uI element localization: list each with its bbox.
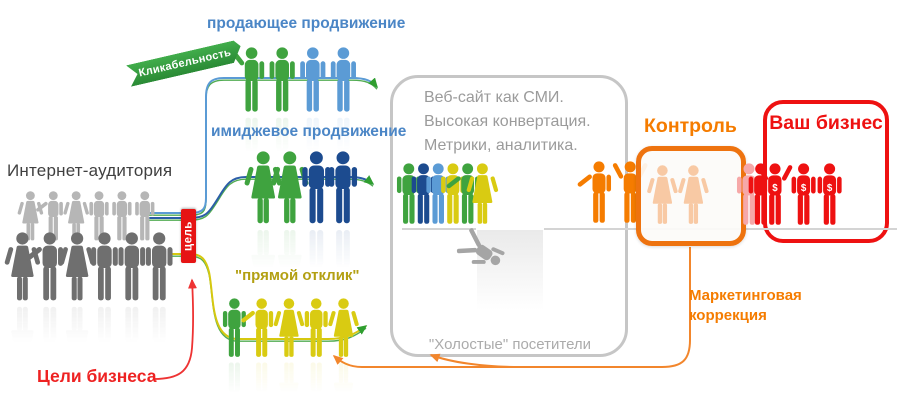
clickability-ribbon: Кликабельность	[126, 39, 244, 87]
image-promotion-group	[244, 151, 358, 224]
person-man	[222, 362, 246, 413]
person-man-dollar	[792, 163, 816, 224]
person-man	[145, 306, 173, 375]
person-woman	[58, 306, 96, 375]
internet-audience-label: Интернет-аудитория	[7, 161, 173, 180]
direct-response-group	[222, 298, 360, 357]
person-woman	[4, 232, 41, 301]
website-visitors-group	[396, 163, 499, 224]
controlled-visitors-group	[646, 165, 710, 224]
person-woman	[244, 230, 283, 302]
image-promotion-group-reflection	[244, 230, 358, 302]
person-woman	[677, 165, 710, 224]
internet-audience-front-row	[4, 232, 173, 301]
person-man	[441, 163, 465, 224]
your-business-label: Ваш бизнес	[769, 112, 883, 134]
goal-badge: цель	[181, 209, 196, 263]
person-man	[396, 163, 421, 224]
website-box-line1: Веб-сайт как СМИ.	[424, 89, 564, 106]
person-woman	[270, 230, 309, 302]
person-man	[222, 298, 246, 357]
person-man	[330, 47, 356, 112]
person-woman	[327, 362, 360, 413]
selling-promotion-label: продающее продвижение	[207, 15, 406, 32]
person-man	[118, 306, 146, 375]
person-woman	[646, 165, 679, 224]
person-man	[91, 232, 118, 301]
marketing-correction-label: Маркетинговая коррекция	[689, 286, 802, 326]
control-label: Контроль	[644, 115, 737, 137]
person-man	[269, 47, 295, 112]
person-man	[91, 306, 118, 375]
website-box-text: Веб-сайт как СМИ. Высокая конвертация. М…	[424, 86, 591, 158]
business-goals-label: Цели бизнеса	[37, 366, 157, 386]
falling-visitor-figure	[453, 226, 508, 277]
person-man	[118, 232, 146, 301]
idle-visitors-label: "Холостые" посетители	[428, 336, 592, 353]
person-woman	[4, 306, 41, 375]
person-man	[302, 230, 331, 302]
person-man	[300, 47, 326, 112]
person-woman	[327, 298, 360, 357]
person-man	[145, 232, 173, 301]
direct-response-group-reflection	[222, 362, 360, 413]
person-woman	[273, 362, 305, 413]
person-man-reach	[240, 298, 274, 357]
website-box-line3: Метрики, аналитика.	[424, 137, 578, 154]
person-woman	[270, 151, 309, 224]
website-box-line2: Высокая конвертация.	[424, 113, 591, 130]
direct-response-label: "прямой отклик"	[235, 267, 360, 284]
person-woman	[273, 298, 305, 357]
person-man	[302, 151, 331, 224]
person-man	[328, 230, 358, 302]
marketing-correction-line2: коррекция	[689, 307, 767, 324]
selling-promotion-group	[230, 47, 356, 112]
person-man-dollar	[818, 163, 842, 224]
person-man	[411, 163, 436, 224]
person-man	[328, 151, 358, 224]
business-customers-group	[736, 163, 843, 225]
internet-audience-front-row-reflection	[4, 306, 173, 375]
person-man	[304, 298, 328, 357]
person-man	[304, 362, 328, 413]
person-woman	[244, 151, 283, 224]
person-woman	[58, 232, 96, 301]
person-man	[426, 163, 451, 224]
control-managers-group	[576, 161, 649, 223]
image-promotion-label: имиджевое продвижение	[211, 123, 407, 140]
trapdoor-shaft	[477, 230, 543, 310]
marketing-correction-line1: Маркетинговая	[689, 287, 802, 304]
